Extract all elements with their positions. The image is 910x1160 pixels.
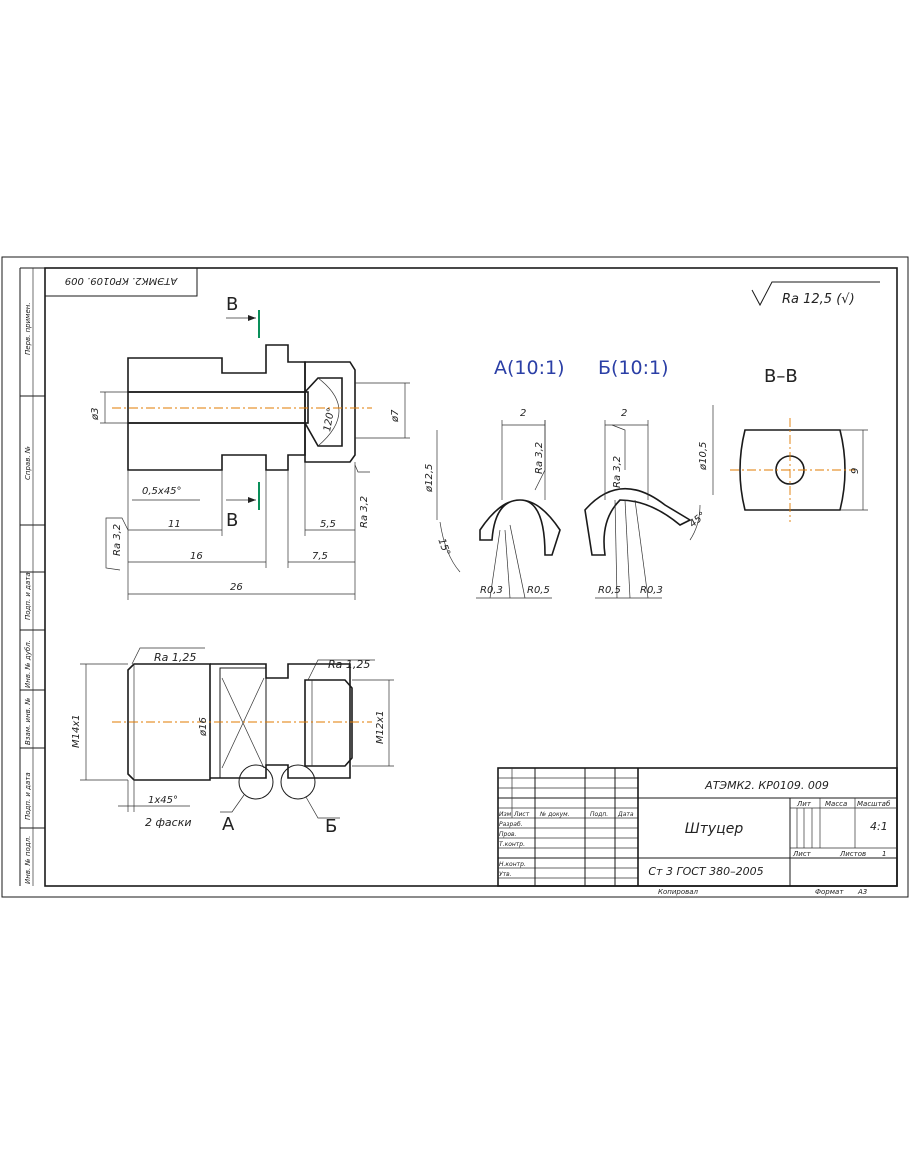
detail-b-45: 45° <box>687 510 708 530</box>
title-block: АТЭМК2. КР0109. 009 Штуцер Ст 3 ГОСТ 380… <box>497 767 898 896</box>
tb-sheets-val: 1 <box>882 850 886 858</box>
tb-material: Ст 3 ГОСТ 380–2005 <box>648 865 763 878</box>
tb-utv: Утв. <box>499 871 512 878</box>
dim-1x45: 1x45° <box>148 795 178 806</box>
tb-format: Формат <box>815 888 844 896</box>
tb-format-val: А3 <box>857 888 867 896</box>
callout-b: Б <box>325 816 337 837</box>
detail-b-title: Б(10:1) <box>598 357 669 379</box>
tb-sheets: Листов <box>839 850 866 858</box>
detail-a-r05: R0,5 <box>527 585 550 596</box>
side-label: Подп. и дата <box>24 572 32 620</box>
cut-label-bottom: В <box>226 510 238 531</box>
ra125-left: Ra 1,25 <box>154 651 196 664</box>
callout-circle-a <box>238 764 274 800</box>
tb-scale-h: Масштаб <box>857 800 891 808</box>
tb-sheet: Лист <box>792 850 812 858</box>
detail-a-width: 2 <box>520 408 526 419</box>
detail-b-r05: R0,5 <box>598 585 621 596</box>
tb-name: Штуцер <box>685 821 744 837</box>
dim-11: 11 <box>168 519 181 530</box>
tb-izm: Изм <box>499 811 512 818</box>
detail-a-title: А(10:1) <box>494 357 565 379</box>
dim-d7: ø7 <box>390 409 401 423</box>
dim-26: 26 <box>230 582 243 593</box>
dim-m12: M12x1 <box>375 710 386 744</box>
tb-lit: Лит <box>796 800 812 808</box>
tb-mass: Масса <box>825 800 847 808</box>
tb-data: Дата <box>617 811 634 818</box>
dim-d3: ø3 <box>90 408 101 421</box>
dim-7-5: 7,5 <box>312 551 328 562</box>
inner-frame <box>44 267 898 887</box>
dim-120: 120° <box>322 407 337 433</box>
side-label: Инв. № дубл. <box>24 640 32 688</box>
roughness-label: Ra 12,5 (√) <box>782 292 855 307</box>
tb-razrab: Разраб. <box>499 821 523 828</box>
tb-designation: АТЭМК2. КР0109. 009 <box>704 779 829 792</box>
tb-scale: 4:1 <box>870 820 888 833</box>
callout-a: А <box>222 814 235 835</box>
ra125-right: Ra 1,25 <box>328 658 370 671</box>
dim-16: 16 <box>190 551 203 562</box>
section-title: В–В <box>764 366 798 387</box>
side-label: Справ. № <box>24 446 32 480</box>
side-label: Перв. примен. <box>24 302 32 355</box>
detail-a-r03: R0,3 <box>480 585 503 596</box>
side-label: Инв. № подл. <box>24 836 32 884</box>
detail-a-15: 15° <box>435 537 451 557</box>
detail-b-r03: R0,3 <box>640 585 663 596</box>
cut-label-top: В <box>226 294 238 315</box>
top-stamp: АТЭМК2. КР0109. 009 <box>44 267 198 297</box>
tb-podp: Подп. <box>590 811 608 818</box>
ra32-head: Ra 3,2 <box>359 496 370 528</box>
callout-circle-b <box>280 764 316 800</box>
detail-a-ra: Ra 3,2 <box>534 442 545 474</box>
tb-nkontr: Н.контр. <box>499 861 526 868</box>
sheet-border <box>1 256 909 898</box>
ra32-left: Ra 3,2 <box>112 524 123 556</box>
two-chamfers: 2 фаски <box>145 816 191 829</box>
detail-a-d125: ø12,5 <box>424 464 435 493</box>
tb-ndoc: № докум. <box>539 811 570 818</box>
side-strip: Перв. примен. Справ. № Подп. и дата Инв.… <box>19 267 45 886</box>
dim-5-5: 5,5 <box>320 519 336 530</box>
front-view: Ra 1,25 Ra 1,25 M14x1 M12x1 ø16 1x45° 2 … <box>71 647 394 837</box>
detail-a-view: А(10:1) 2 Ra 3,2 ø12,5 15° R0,3 R0,5 <box>424 357 565 599</box>
tb-prov: Пров. <box>499 831 517 838</box>
side-label: Взам. инв. № <box>24 697 32 745</box>
tb-list: Лист <box>513 811 530 818</box>
detail-b-view: Б(10:1) 2 Ra 3,2 ø10,5 45° R0,5 R0,3 <box>584 357 714 599</box>
section-bb-view: В–В 9 <box>730 366 868 522</box>
detail-b-d105: ø10,5 <box>698 442 709 471</box>
dim-d16: ø16 <box>198 717 209 737</box>
general-roughness: Ra 12,5 (√) <box>751 281 880 307</box>
side-label: Подп. и дата <box>24 772 32 820</box>
dim-chamfer: 0,5x45° <box>142 486 182 497</box>
tb-tkontr: Т.контр. <box>499 841 525 848</box>
main-section-view: В В ø3 ø7 120° Ra 3,2 0,5x45° Ra 3,2 11 <box>90 294 410 600</box>
top-stamp-text: АТЭМК2. КР0109. 009 <box>65 275 178 286</box>
detail-b-ra: Ra 3,2 <box>612 456 623 488</box>
detail-b-width: 2 <box>621 408 627 419</box>
tb-copied: Копировал <box>658 888 699 896</box>
section-dim-9: 9 <box>850 468 861 474</box>
dim-m14: M14x1 <box>71 714 82 748</box>
